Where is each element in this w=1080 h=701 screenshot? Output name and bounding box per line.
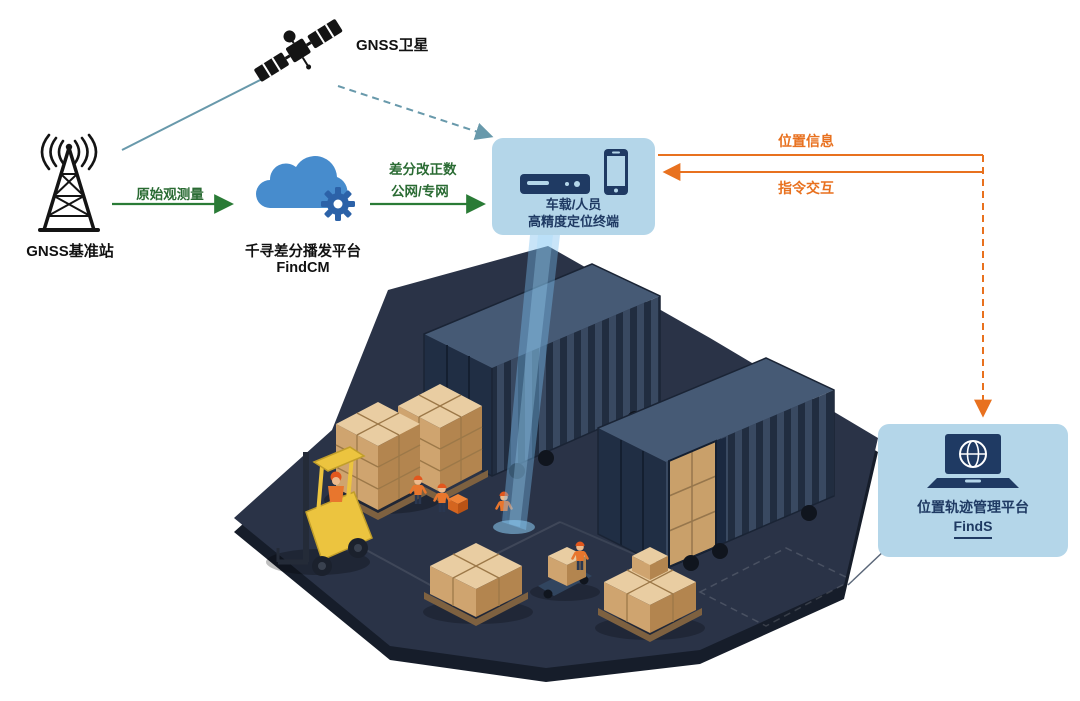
pallet-stack-a [330, 402, 426, 520]
forklift [276, 446, 373, 576]
radio-tower-icon [22, 130, 118, 242]
warehouse-scene [234, 246, 878, 682]
floor-marking [698, 547, 854, 627]
cloud-icon [236, 140, 366, 232]
correction-label-2: 公网/专网 [391, 184, 449, 199]
satellite-label: GNSS卫星 [356, 37, 429, 54]
set-top-box-icon [519, 174, 590, 194]
smartphone-icon [603, 149, 628, 195]
platform-top [234, 246, 878, 668]
terminal-devices [519, 146, 629, 196]
positioning-beam [493, 235, 560, 534]
satellite-to-terminal-dashed-line [337, 85, 494, 141]
finds-leader-line [847, 548, 887, 586]
pallet-stack-c [424, 543, 528, 626]
connector-lines [112, 75, 992, 586]
satellite-to-station-line [121, 75, 269, 151]
management-platform-panel: 位置轨迹管理平台 FindS [878, 424, 1068, 557]
gear-icon [321, 187, 355, 221]
base-station-label: GNSS基准站 [26, 243, 114, 260]
satellite-icon [248, 6, 348, 94]
correction-label-1: 差分改正数 [389, 162, 457, 177]
management-product-label: FindS [953, 517, 993, 539]
cloud-platform-label: 千寻差分播发平台 [245, 244, 361, 260]
command-interaction-label: 指令交互 [778, 180, 834, 196]
management-platform-label: 位置轨迹管理平台 [917, 499, 1029, 515]
raw-observation-label: 原始观测量 [136, 187, 204, 202]
terminal-label-2: 高精度定位终端 [527, 214, 619, 229]
pallet-stack-d [598, 547, 702, 642]
shipping-container-2 [597, 357, 835, 571]
position-info-label: 位置信息 [778, 133, 834, 149]
shipping-container-1 [423, 263, 661, 479]
laptop-globe-icon [927, 434, 1019, 488]
cloud-product-label: FindCM [276, 260, 330, 276]
terminal-label-1: 车载/人员 [545, 197, 602, 212]
carried-box [448, 494, 468, 514]
terminal-panel: 车载/人员 高精度定位终端 [492, 138, 655, 235]
